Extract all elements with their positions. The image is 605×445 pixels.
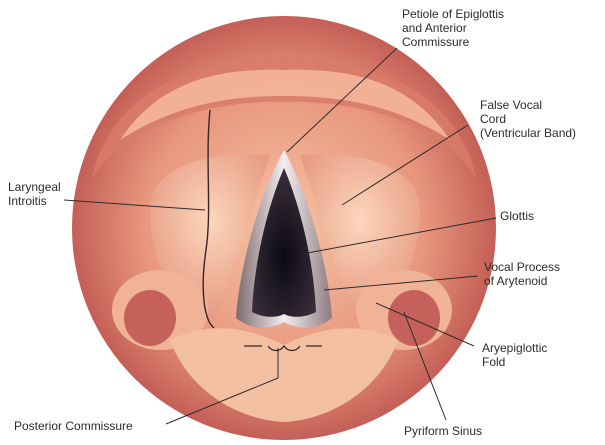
label-aryepiglottic-fold: Aryepiglottic Fold [482,341,547,369]
label-vocal-process: Vocal Process of Arytenoid [484,260,560,288]
label-petiole-of-epiglottis: Petiole of Epiglottis and Anterior Commi… [402,7,504,49]
pyriform-sinus-left [124,290,176,346]
label-false-vocal-cord: False Vocal Cord (Ventricular Band) [480,98,576,140]
label-laryngeal-introitus: Laryngeal Introitis [8,180,61,208]
label-pyriform-sinus: Pyriform Sinus [404,424,482,438]
label-posterior-commissure: Posterior Commissure [14,419,133,433]
label-glottis: Glottis [500,209,534,223]
